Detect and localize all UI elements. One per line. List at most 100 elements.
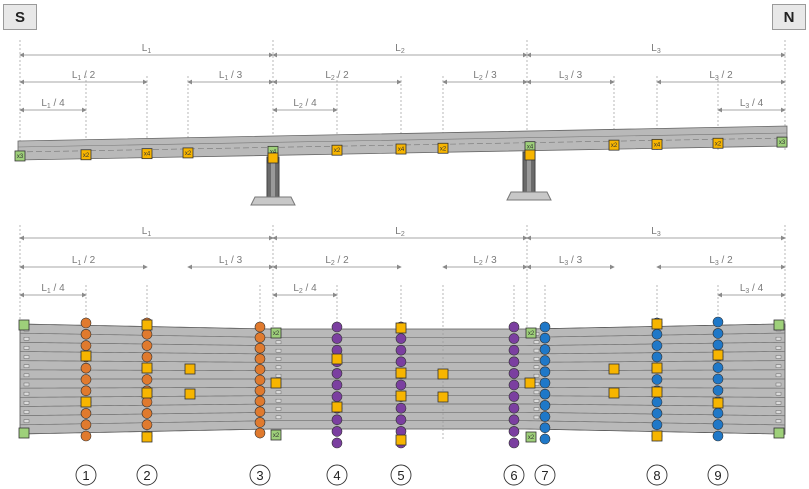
strain-gauge [141, 362, 153, 374]
accelerometer-purple [331, 391, 343, 402]
dim-L3-half-top: L3 / 2 [656, 70, 786, 85]
corner-sensor [18, 427, 30, 439]
accelerometer-blue [651, 419, 663, 431]
sensor-tag: x2 [273, 331, 280, 337]
deck-edge-line [17, 132, 788, 148]
accelerometer-orange [141, 419, 153, 431]
sensor-box [395, 367, 407, 379]
section-number-label: 2 [143, 468, 150, 483]
accelerometer-blue [712, 419, 724, 430]
accelerometer-orange [254, 395, 266, 407]
sensor-box [184, 363, 196, 375]
sensor-box [80, 396, 92, 408]
pier-footing [250, 196, 296, 206]
bearing-marker [533, 365, 540, 370]
bearing-marker [275, 340, 282, 345]
sensor-tag: x2 [715, 141, 722, 147]
accelerometer-purple [395, 333, 407, 344]
accelerometer-orange [254, 427, 266, 439]
elevation-sensor: x3 [776, 136, 788, 148]
sensor-box [608, 139, 620, 151]
bearing-marker [775, 401, 782, 405]
dimension-label: L3 / 4 [740, 98, 764, 110]
accelerometer-orange [254, 385, 266, 396]
accelerometer-purple [508, 402, 520, 414]
bearing-marker [275, 373, 282, 378]
accelerometer-blue [712, 407, 724, 419]
deck-elevation [17, 125, 788, 161]
sensor-box [525, 431, 537, 443]
dimension-label: L2 [395, 226, 405, 238]
accelerometer-blue [651, 328, 663, 340]
dim-L2-third-top: L2 / 3 [442, 70, 528, 85]
sensor-box [141, 148, 153, 160]
dimension-label: L3 / 2 [709, 70, 733, 82]
sensor-box [18, 427, 30, 439]
strain-gauge [395, 390, 407, 402]
dimension-label: L3 / 4 [740, 283, 764, 295]
section-number-label: 5 [397, 468, 404, 483]
strain-gauge [437, 391, 449, 403]
accelerometer-orange [141, 328, 153, 340]
accelerometer-orange [254, 417, 266, 428]
sensor-tag: x2 [273, 433, 280, 439]
accelerometer-purple [331, 379, 343, 391]
accelerometer-orange [141, 396, 153, 408]
strain-gauge [395, 322, 407, 334]
dimension-label: L2 / 2 [325, 255, 349, 267]
sensor-tag: x4 [144, 152, 151, 158]
dim-L1-half-top: L1 / 2 [19, 70, 148, 85]
section-number: 3 [249, 464, 271, 486]
section-number-circle [390, 464, 412, 486]
section-number: 4 [326, 464, 348, 486]
strain-gauge [80, 350, 92, 362]
bearing-marker [23, 355, 30, 359]
sensor-box [608, 363, 620, 375]
sensor-box [651, 138, 663, 150]
sensor-box [182, 147, 194, 159]
sensor-box [712, 397, 724, 409]
sensor-box [141, 431, 153, 443]
dimension-label: L1 / 2 [72, 255, 96, 267]
bearing-marker [775, 336, 782, 341]
bearing-marker [23, 419, 30, 423]
accelerometer-blue [651, 408, 663, 419]
sensor-box [437, 391, 449, 403]
strain-gauge [608, 363, 620, 375]
accelerometer-purple [508, 333, 520, 344]
sensor-tag: x3 [779, 140, 786, 146]
accelerometer-blue [712, 362, 724, 373]
bearing-marker [533, 340, 540, 344]
accelerometer-blue [712, 316, 724, 328]
accelerometer-orange [80, 419, 92, 431]
accelerometer-orange [141, 408, 153, 419]
support-sensor-plan: x2 [525, 327, 537, 339]
accelerometer-purple [395, 344, 407, 356]
bearing-marker [775, 355, 782, 359]
accelerometer-purple [395, 402, 407, 414]
elevation-sensor: x4 [141, 148, 153, 160]
strain-gauge [651, 362, 663, 374]
accelerometer-orange [80, 328, 92, 340]
elevation-sensor: x2 [712, 137, 724, 149]
sensor-tag: x2 [611, 143, 618, 149]
bearing-marker [775, 410, 782, 414]
dimension-label: L1 / 3 [219, 70, 243, 82]
sensor-tag: x2 [185, 151, 192, 157]
bearing-marker [533, 415, 540, 420]
section-number: 2 [136, 464, 158, 486]
dim-L1-half-bottom: L1 / 2 [19, 255, 148, 270]
dim-L1-third-bottom: L1 / 3 [187, 255, 274, 270]
bearing-marker [23, 337, 30, 341]
section-number-label: 8 [653, 468, 660, 483]
section-number-label: 1 [82, 468, 89, 483]
corner-sensor [18, 319, 30, 331]
dimension-label: L3 / 3 [559, 255, 583, 267]
dimension-label: L1 [142, 43, 152, 55]
accelerometer-orange [80, 340, 92, 351]
sensor-tag: x2 [83, 153, 90, 159]
south-label: S [3, 4, 37, 30]
section-number-circle [646, 464, 668, 486]
